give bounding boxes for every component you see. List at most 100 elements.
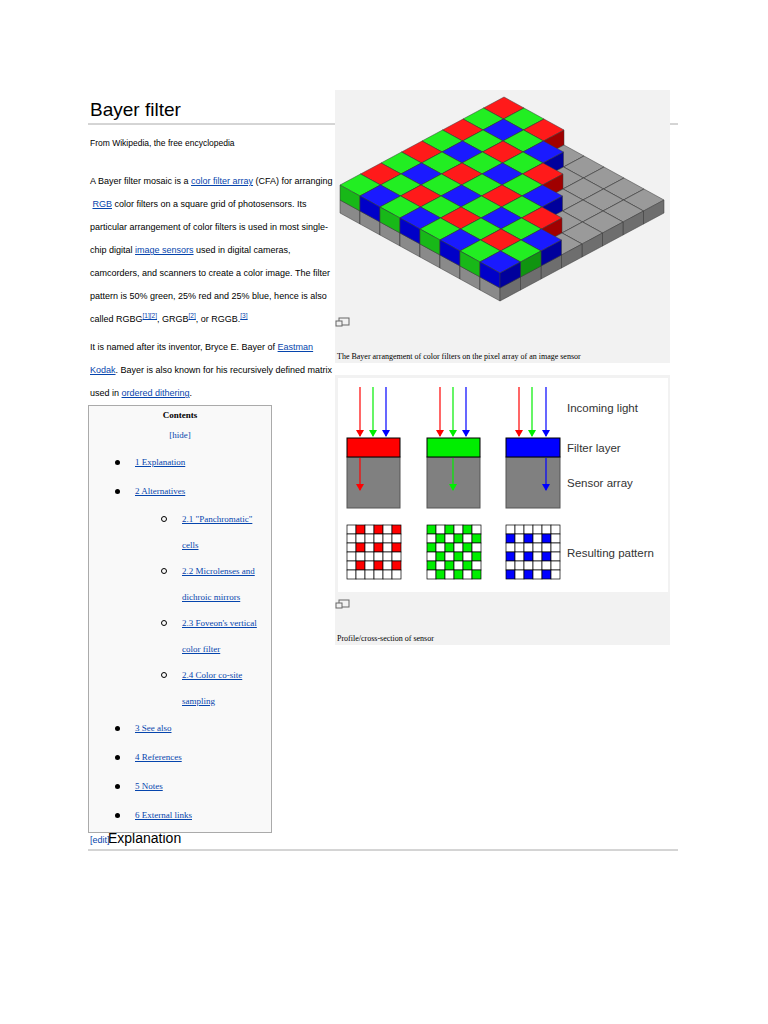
pattern-cell [365,561,374,570]
contents-item: 2.4 Color co-site sampling [182,662,266,714]
body-text: used in digital cameras, camcorders, and… [90,245,330,324]
pattern-cell [374,552,383,561]
pattern-cell [383,561,392,570]
filter-cube-face [440,240,460,266]
pattern-cell [374,525,383,534]
pattern-cell [445,552,454,561]
pattern-cell [454,570,463,579]
pattern-cell [454,525,463,534]
label-anchor: Incoming light [567,401,638,415]
pattern-cell [374,561,383,570]
pattern-cell [551,543,560,552]
pattern-cell [445,543,454,552]
figure-label: Sensor array [567,476,633,490]
body-text: A Bayer filter mosaic is a [90,176,189,186]
pattern-cell [374,543,383,552]
wiki-link: color filter array [191,176,253,186]
label-anchor: From Wikipedia, the free encyclopedia [90,137,235,149]
contents-heading: Contents [89,406,271,424]
filter-cube-face [541,240,562,266]
pattern-cell [551,570,560,579]
footnote-ref: [2] [189,312,196,319]
pattern-cell [506,552,515,561]
filter-cube-face [562,244,583,268]
pattern-cell [392,543,401,552]
figure-caption: Profile/cross-section of sensor [337,634,434,644]
wiki-link: image sensors [135,245,194,255]
pattern-cell [524,552,533,561]
pattern-cell [427,543,436,552]
pattern-cell [365,534,374,543]
tagline: From Wikipedia, the free encyclopedia [90,137,235,149]
label-anchor: Sensor array [567,476,633,490]
pattern-cell [515,561,524,570]
pattern-cell [436,534,445,543]
body-text: , or RGGB. [196,314,241,324]
edit-link: [edit] [90,833,110,847]
light-ray [359,387,360,436]
pattern-cell [436,570,445,579]
pattern-cell [445,525,454,534]
body-text: It is named after its inventor, Bryce E.… [90,342,275,352]
pattern-cell [365,552,374,561]
blue-filter [506,438,560,457]
pattern-cell [383,570,392,579]
pattern-cell [436,543,445,552]
filter-cube-face [603,222,624,246]
filtered-ray [452,458,453,490]
contents-item: 2.3 Foveon's vertical color filter [182,610,266,662]
pattern-cell [347,543,356,552]
enlarge-icon [336,321,342,326]
body-text: , GRGB [157,314,189,324]
pattern-cell [533,570,542,579]
pattern-cell [356,525,365,534]
pattern-cell [463,561,472,570]
pattern-cell [383,543,392,552]
pattern-cell [472,570,481,579]
pattern-cell [533,552,542,561]
pattern-cell [524,543,533,552]
pattern-cell [356,570,365,579]
pattern-cell [551,534,560,543]
contents-item: 3 See also [135,714,271,743]
filter-cube-face [480,262,500,288]
label-anchor: The Bayer arrangement of color filters o… [337,352,581,362]
pattern-cell [542,534,551,543]
pattern-cell [515,570,524,579]
light-ray [531,387,532,436]
sensor-profile [347,387,560,579]
pattern-cell [551,561,560,570]
pattern-cell [472,561,481,570]
pattern-cell [356,552,365,561]
pattern-cell [463,543,472,552]
filter-cube-face [340,185,360,211]
pattern-cell [427,561,436,570]
pattern-cell [445,534,454,543]
pattern-cell [454,534,463,543]
pattern-cell [542,525,551,534]
paragraph: It is named after its inventor, Bryce E.… [90,336,338,405]
pattern-cell [392,561,401,570]
filter-cube-face [420,229,440,255]
label-anchor: Filter layer [567,441,621,455]
light-ray [452,387,453,436]
pattern-cell [551,525,560,534]
pattern-cell [356,561,365,570]
pattern-cell [436,525,445,534]
pattern-cell [463,570,472,579]
wiki-link: RGB [93,199,113,209]
body-text: . [190,388,193,398]
pattern-cell [463,552,472,561]
filter-cube-face [623,211,644,235]
contents-item: 2.2 Microlenses and dichroic mirrors [182,558,266,610]
pattern-cell [383,552,392,561]
contents-item: 5 Notes [135,772,271,801]
pattern-cell [533,543,542,552]
figure-panel [335,90,670,363]
pattern-cell [463,525,472,534]
wiki-link: ordered dithering [122,388,190,398]
contents-box: Contents[hide]1 Explanation2 Alternative… [88,405,272,833]
contents-item: 2.1 "Panchromatic" cells [182,506,266,558]
figure-label: Incoming light [567,401,638,415]
pattern-cell [356,543,365,552]
